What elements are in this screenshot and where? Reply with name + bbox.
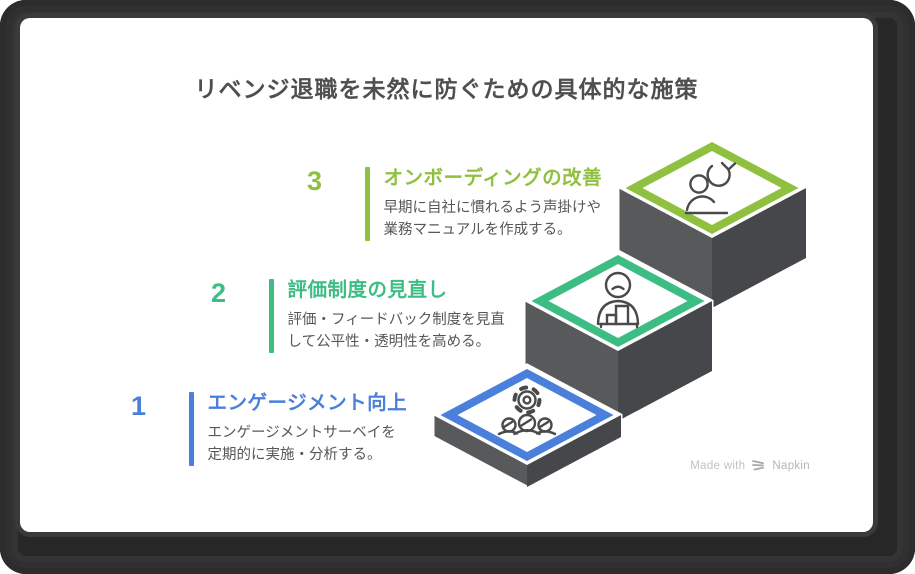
- step-2-text-block: 2 評価制度の見直し 評価・フィードバック制度を見直 して公平性・透明性を高める…: [211, 278, 505, 354]
- step-3-number: 3: [307, 166, 323, 196]
- step-2-number: 2: [211, 278, 227, 308]
- step-3-accent-bar: [365, 167, 370, 242]
- step-1-description: エンゲージメントサーベイを 定期的に実施・分析する。: [207, 425, 396, 464]
- watermark-prefix: Made with: [690, 459, 746, 472]
- step-2-description: 評価・フィードバック制度を見直 して公平性・透明性を高める。: [287, 312, 505, 351]
- step-3-description: 早期に自社に慣れるよう声掛けや 業務マニュアルを作成する。: [383, 200, 602, 239]
- watermark-brand: Napkin: [772, 459, 810, 472]
- step-2-heading: 評価制度の見直し: [287, 279, 448, 301]
- step-1-heading: エンゲージメント向上: [207, 392, 408, 414]
- step-3-text-block: 3 オンボーディングの改善 早期に自社に慣れるよう声掛けや 業務マニュアルを作成…: [307, 166, 603, 242]
- step-1-text-block: 1 エンゲージメント向上 エンゲージメントサーベイを 定期的に実施・分析する。: [131, 391, 408, 467]
- napkin-logo-icon: [752, 460, 765, 471]
- slide-canvas: リベンジ退職を未然に防ぐための具体的な施策 3 オンボーディングの改善 早期に自…: [20, 18, 873, 532]
- step-3-heading: オンボーディングの改善: [383, 167, 603, 189]
- made-with-napkin-link[interactable]: Made with Napkin: [690, 459, 810, 472]
- step-2-accent-bar: [269, 279, 274, 354]
- step-1-number: 1: [131, 391, 147, 421]
- step-1-accent-bar: [189, 392, 194, 467]
- page-title: リベンジ退職を未然に防ぐための具体的な施策: [194, 76, 699, 102]
